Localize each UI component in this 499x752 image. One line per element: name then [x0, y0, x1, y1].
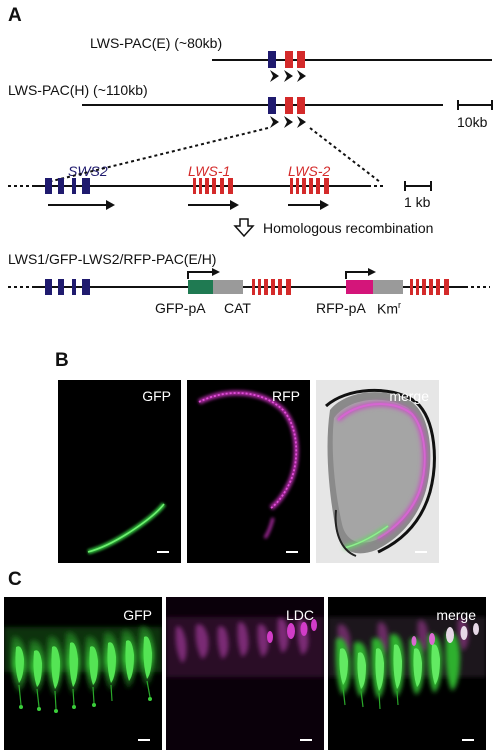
panel-b-gfp-image: GFP	[58, 380, 181, 563]
panel-a-letter: A	[8, 5, 22, 26]
scale-bar-b-rfp	[286, 551, 298, 553]
construct-e-label: LWS-PAC(E) (~80kb)	[90, 35, 223, 51]
kmr-cassette	[373, 280, 403, 294]
sws2-exons	[45, 178, 90, 194]
rfp-cassette	[346, 280, 373, 294]
lws2-block-e	[297, 51, 305, 68]
rfp-pa-label: RFP-pA	[316, 300, 366, 316]
cat-cassette	[213, 280, 243, 294]
panel-b-rfp-image: RFP	[187, 380, 310, 563]
lws1-exons	[193, 178, 233, 194]
panel-b-letter: B	[55, 350, 69, 371]
scale-10kb-label: 10kb	[457, 114, 488, 130]
sws2-block-h	[268, 97, 276, 114]
recombination-step-label: Homologous recombination	[263, 220, 434, 236]
panel-c-merge-image: merge	[328, 597, 486, 750]
down-arrow-icon	[233, 218, 255, 238]
scale-bar-c-gfp	[138, 739, 150, 741]
panel-c-ldc-label: LDC	[285, 607, 314, 623]
cat-label: CAT	[224, 300, 251, 316]
panel-b-gfp-label: GFP	[142, 388, 171, 404]
sws2-direction-arrow	[48, 200, 115, 210]
lws1-direction-arrow	[188, 200, 239, 210]
recombinant-sws2-exons	[45, 279, 90, 295]
gene-lws2-label: LWS-2	[288, 163, 331, 179]
lws1-block-e	[285, 51, 293, 68]
lws1-block-h	[285, 97, 293, 114]
gene-sws2-label: SWS2	[68, 163, 108, 179]
zoom-line-left	[47, 127, 269, 183]
gfp-promoter-arrow	[187, 271, 214, 279]
panel-c-gfp-label: GFP	[123, 607, 152, 623]
panel-a-diagram	[8, 51, 493, 295]
panel-b-merge-label: merge	[389, 388, 429, 404]
scale-1kb-label: 1 kb	[404, 194, 431, 210]
gene-lws1-label: LWS-1	[188, 163, 231, 179]
lws2-direction-arrow	[288, 200, 329, 210]
recombinant-lws1-exons	[252, 279, 291, 295]
lws2-exons	[290, 178, 329, 194]
panel-c-ldc-image: LDC	[166, 597, 324, 750]
scale-bar-c-merge	[462, 739, 474, 741]
gfp-cassette	[188, 280, 213, 294]
recombinant-lws2-exons	[410, 279, 449, 295]
scale-bar-b-gfp	[157, 551, 169, 553]
gfp-pa-label: GFP-pA	[155, 300, 206, 316]
construct-h-label: LWS-PAC(H) (~110kb)	[8, 82, 148, 98]
panel-b-merge-image: merge	[316, 380, 439, 563]
arrowheads-h	[270, 116, 306, 128]
scale-bar-c-ldc	[300, 739, 312, 741]
rfp-promoter-arrow	[345, 271, 370, 279]
panel-b-rfp-label: RFP	[272, 388, 300, 404]
panel-c-merge-label: merge	[436, 607, 476, 623]
kmr-label: Kmr	[377, 300, 401, 317]
sws2-block-e	[268, 51, 276, 68]
scale-bar-b-merge	[415, 551, 427, 553]
recombinant-construct-label: LWS1/GFP-LWS2/RFP-PAC(E/H)	[8, 251, 217, 267]
panel-c-letter: C	[8, 569, 22, 590]
lws2-block-h	[297, 97, 305, 114]
zoom-line-right	[309, 127, 381, 183]
panel-c-gfp-image: GFP	[4, 597, 162, 750]
arrowheads-e	[270, 70, 306, 82]
